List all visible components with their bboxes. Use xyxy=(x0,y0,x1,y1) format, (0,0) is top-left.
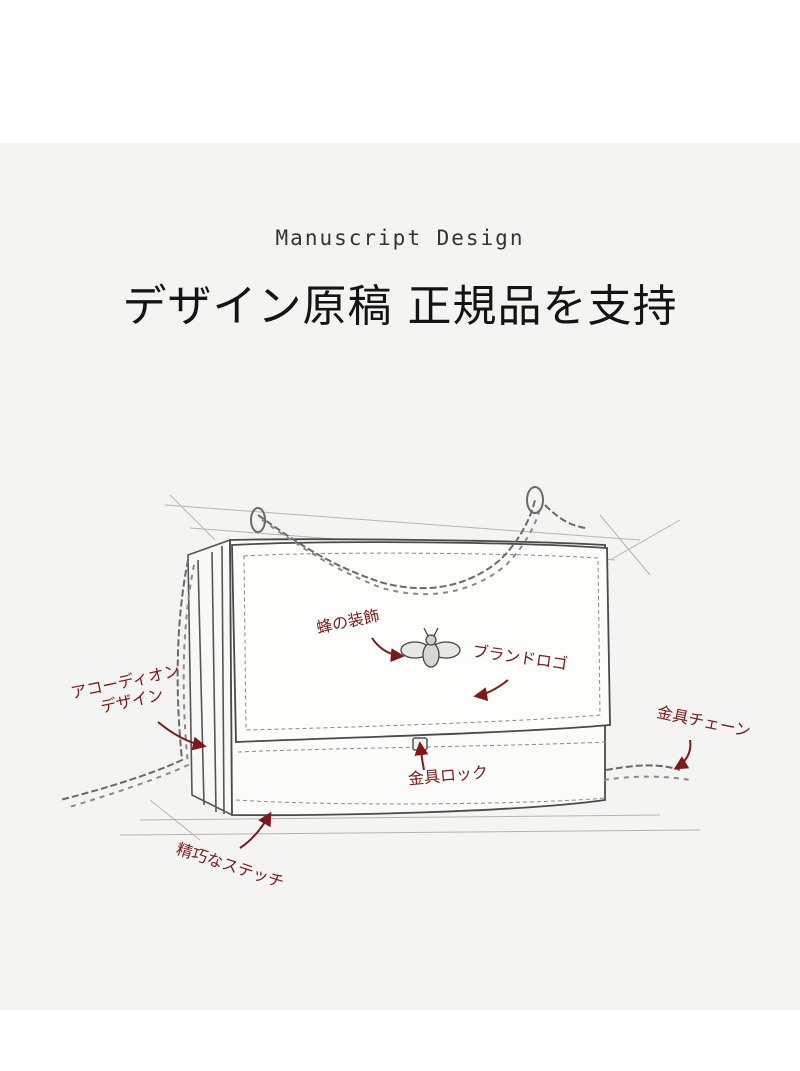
bee-emblem-icon xyxy=(400,627,461,668)
arrow-icon xyxy=(414,741,429,771)
arrow-icon xyxy=(473,679,509,702)
arrow-icon xyxy=(371,637,405,663)
annotation-arrows xyxy=(157,637,692,849)
page-title: デザイン原稿 正規品を支持 xyxy=(122,281,678,332)
arrow-icon xyxy=(239,811,272,849)
bag-side-gusset xyxy=(187,538,233,817)
bag-side-chain xyxy=(59,559,691,809)
arrow-icon xyxy=(673,739,692,770)
manuscript-subtitle: Manuscript Design xyxy=(275,226,525,250)
bag-top-chain xyxy=(250,486,586,596)
arrow-icon xyxy=(157,721,207,751)
sketch-construction-lines xyxy=(119,494,701,841)
